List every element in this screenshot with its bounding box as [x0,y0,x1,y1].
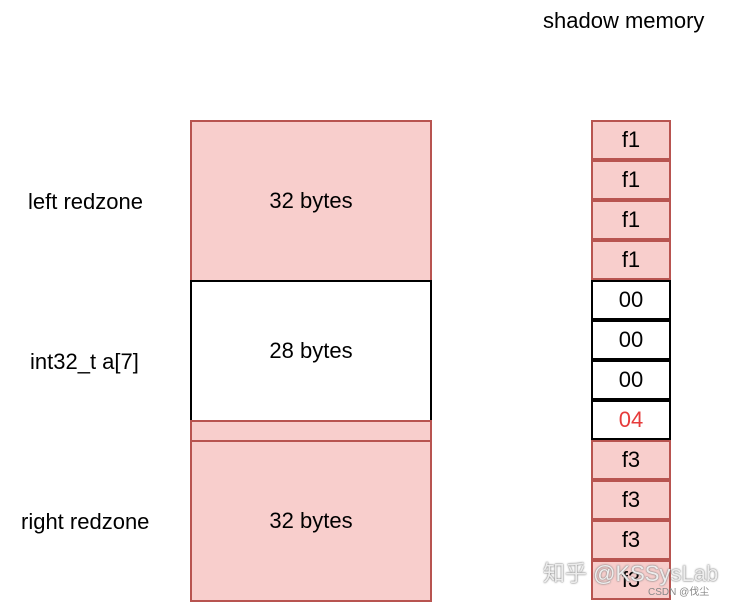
shadow-memory-title: shadow memory [543,8,705,33]
shadow-cell: 00 [591,320,671,360]
left-redzone-size: 32 bytes [269,188,353,213]
right-redzone-size: 32 bytes [269,508,353,533]
shadow-cell: f1 [591,200,671,240]
array-block: 28 bytes [190,280,432,422]
shadow-cell: 00 [591,360,671,400]
right-redzone-block: 32 bytes [190,440,432,602]
shadow-cell: f3 [591,520,671,560]
array-size: 28 bytes [269,338,353,363]
watermark: 知乎 @KSSysLab [543,561,719,586]
shadow-cell: f1 [591,240,671,280]
shadow-cell: f1 [591,160,671,200]
left-redzone-label: left redzone [28,189,143,214]
shadow-cell: f1 [591,120,671,160]
right-redzone-label: right redzone [21,509,150,534]
shadow-cell: 00 [591,280,671,320]
padding-redzone-block [190,420,432,442]
shadow-cell: f3 [591,480,671,520]
shadow-cell: f3 [591,440,671,480]
watermark-sub: CSDN @伐尘 [648,587,710,598]
shadow-cell: f3 [591,560,671,600]
left-redzone-block: 32 bytes [190,120,432,282]
array-label: int32_t a[7] [30,349,139,374]
shadow-cell-partial: 04 [591,400,671,440]
